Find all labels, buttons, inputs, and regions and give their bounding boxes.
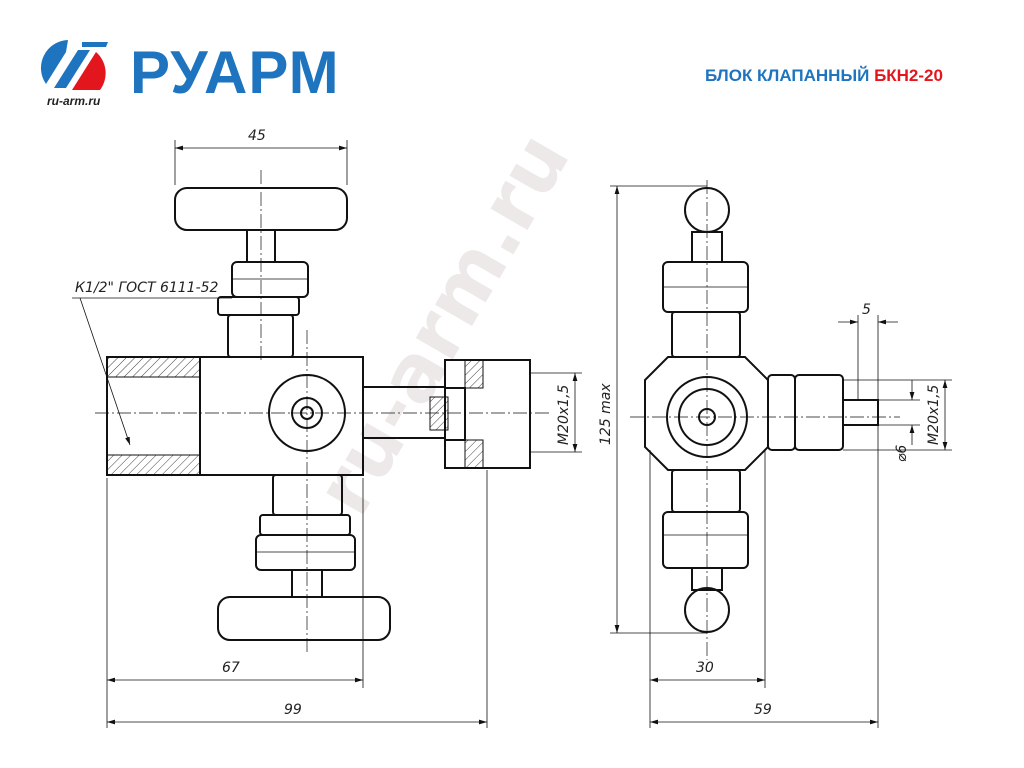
title-prefix: БЛОК КЛАПАННЫЙ bbox=[705, 66, 870, 85]
dim-99: 99 bbox=[284, 702, 302, 718]
watermark: ru-arm.ru bbox=[299, 119, 588, 530]
dim-45: 45 bbox=[248, 128, 266, 144]
dim-67: 67 bbox=[222, 660, 240, 676]
site-url: ru-arm.ru bbox=[47, 94, 101, 108]
dimensions: 45 К1/2" ГОСТ 6111-52 M20x1,5 67 99 125 … bbox=[72, 128, 952, 728]
ruarm-logo-icon bbox=[40, 40, 108, 90]
dim-diameter-6: ⌀6 bbox=[894, 445, 910, 462]
front-view bbox=[95, 170, 550, 655]
dim-59: 59 bbox=[754, 702, 772, 718]
thread-note: К1/2" ГОСТ 6111-52 bbox=[75, 280, 219, 296]
brand-name: РУАРМ bbox=[130, 39, 340, 106]
dim-m20-left: M20x1,5 bbox=[556, 384, 572, 445]
dim-m20-right: M20x1,5 bbox=[926, 384, 942, 445]
title-model: БКН2-20 bbox=[874, 66, 943, 85]
dim-125-max: 125 max bbox=[598, 383, 614, 445]
dim-5: 5 bbox=[862, 302, 871, 318]
product-title: БЛОК КЛАПАННЫЙ БКН2-20 bbox=[705, 66, 943, 86]
side-view bbox=[630, 180, 900, 660]
dim-30: 30 bbox=[696, 660, 714, 676]
